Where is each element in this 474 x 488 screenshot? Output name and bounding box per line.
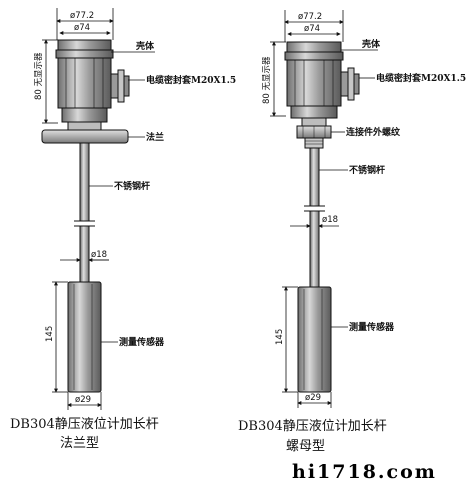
- left-dim-outer: ø77.2: [70, 11, 94, 21]
- right-dim-sensor: ø29: [305, 393, 321, 403]
- right-label-sensor: 测量传感器: [349, 321, 395, 333]
- left-dim-inner: ø74: [74, 23, 90, 33]
- right-label-rod: 不锈钢杆: [349, 164, 385, 176]
- right-label-shell: 壳体: [361, 38, 381, 50]
- right-sensor: [297, 286, 332, 393]
- left-dim-rod: ø18: [91, 250, 107, 260]
- right-top-dimensions: [284, 10, 344, 42]
- right-caption-line1: DB304静压液位计加长杆: [238, 419, 387, 434]
- left-label-shell: 壳体: [135, 40, 155, 52]
- right-side-dimension: [270, 41, 286, 117]
- left-label-gland: 电缆密封套M20X1.5: [146, 74, 236, 86]
- left-leaders: [52, 51, 155, 410]
- left-dim-length: 145: [45, 326, 55, 342]
- right-dim-rod: ø18: [322, 215, 338, 225]
- right-caption-line2: 螺母型: [286, 439, 325, 454]
- right-dim-outer: ø77.2: [298, 12, 322, 22]
- left-housing: [41, 39, 130, 144]
- left-label-sensor: 测量传感器: [119, 336, 165, 348]
- left-dim-side: 80 无显示器: [34, 52, 44, 100]
- left-dim-sensor: ø29: [75, 395, 91, 405]
- watermark: hi1718.com: [292, 461, 437, 483]
- right-label-gland: 电缆密封套M20X1.5: [376, 72, 466, 84]
- right-label-thread: 连接件外螺纹: [346, 126, 401, 138]
- left-label-rod: 不锈钢杆: [114, 180, 150, 192]
- right-dim-inner: ø74: [304, 24, 320, 34]
- right-drawing: ø77.2 ø74 80 无显示器: [238, 10, 466, 454]
- right-housing: [284, 41, 360, 149]
- left-caption-line1: DB304静压液位计加长杆: [10, 417, 159, 432]
- left-sensor: [67, 281, 102, 393]
- right-dim-side: 80 无显示器: [262, 56, 272, 104]
- right-dim-length: 145: [275, 329, 285, 345]
- right-leaders: [282, 49, 378, 408]
- left-caption-line2: 法兰型: [60, 436, 99, 451]
- left-drawing: ø77.2 ø74 80 无显示器: [10, 8, 236, 451]
- left-rod: [74, 142, 95, 283]
- left-side-dimension: [42, 39, 58, 124]
- left-top-dimensions: [56, 8, 114, 40]
- left-label-flange: 法兰: [146, 131, 164, 143]
